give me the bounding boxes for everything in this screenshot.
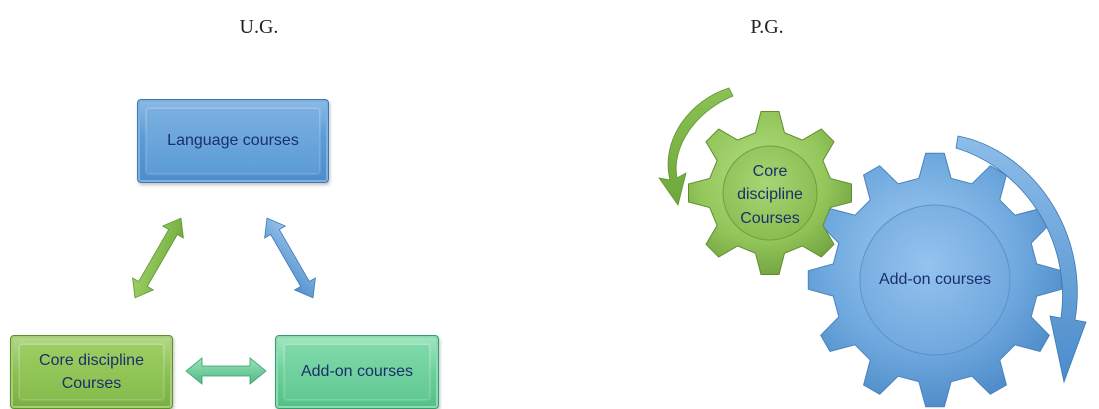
add-on-gear-label: Add-on courses — [878, 271, 992, 289]
arrow-language-core — [132, 217, 184, 299]
language-courses-label: Language courses — [167, 132, 299, 150]
arrow-language-addon — [264, 217, 316, 299]
pg-heading: P.G. — [750, 16, 784, 38]
ug-heading: U.G. — [239, 16, 279, 38]
add-on-courses-box: Add-on courses — [275, 335, 439, 409]
add-on-courses-label: Add-on courses — [300, 363, 414, 381]
core-discipline-gear-label: Core discipline Courses — [737, 163, 803, 227]
core-discipline-courses-label: Core discipline Courses — [39, 351, 144, 392]
language-courses-box: Language courses — [137, 99, 329, 183]
arrow-core-addon — [185, 357, 267, 385]
core-discipline-courses-box: Core discipline Courses — [10, 335, 173, 409]
